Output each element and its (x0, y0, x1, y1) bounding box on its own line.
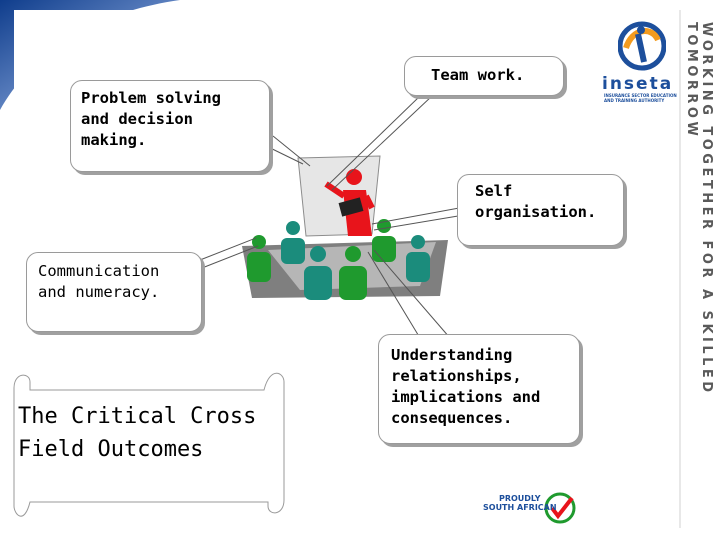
bubble-understanding: Understanding relationships, implication… (378, 334, 580, 444)
presenter-figure (324, 169, 375, 236)
proudly-south-african-text: PROUDLY SOUTH AFRICAN (483, 494, 557, 512)
bubble-team-work: Team work. (404, 56, 564, 96)
attendee-figure (372, 219, 396, 262)
scroll-title: The Critical Cross Field Outcomes (18, 404, 257, 462)
attendee-figure (281, 221, 305, 264)
bubble-self-organisation: Self organisation. (457, 174, 624, 246)
attendee-figure (406, 235, 430, 282)
bubble-problem-solving: Problem solving and decision making. (70, 80, 270, 172)
attendee-figure (304, 246, 332, 300)
inseta-logo-icon (618, 21, 666, 71)
bubble-communication: Communication and numeracy. (26, 252, 202, 332)
proudly-south-african-logo (478, 486, 578, 526)
side-banner: WORKING TOGETHER FOR A SKILLED TOMORROW (684, 22, 714, 396)
logo-name: inseta (602, 74, 674, 94)
logo-subtitle: INSURANCE SECTOR EDUCATION AND TRAINING … (604, 93, 677, 103)
attendee-figure (339, 246, 367, 300)
